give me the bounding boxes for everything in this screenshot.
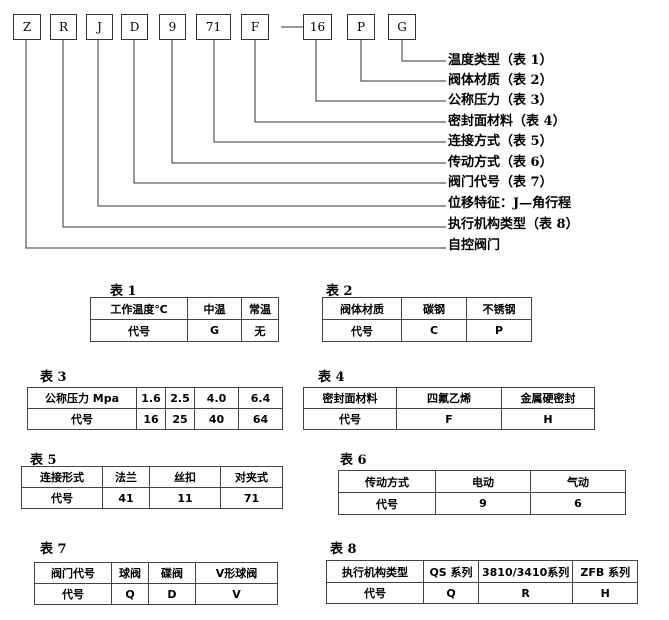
label-displacement: 位移特征：J—角行程: [448, 196, 572, 211]
table-cell: Q: [111, 583, 149, 605]
code-box-71: 71: [196, 14, 231, 40]
table-cell: 不锈钢: [466, 297, 532, 320]
table-cell: 常温: [241, 297, 279, 320]
table-cell: H: [501, 408, 595, 430]
table-cell: 法兰: [102, 466, 150, 488]
code-box-g: G: [388, 14, 416, 40]
code-box-p: P: [347, 14, 375, 40]
code-box-r: R: [50, 14, 77, 40]
label-body-material: 阀体材质（表 2）: [448, 73, 553, 88]
table-5: 连接形式 法兰 丝扣 对夹式 代号 41 11 71: [21, 466, 283, 509]
table-cell: 中温: [187, 297, 242, 320]
table-cell: QS 系列: [423, 560, 479, 583]
table-cell: R: [477, 582, 574, 604]
table-cell: 无: [241, 319, 279, 342]
code-box-f: F: [241, 14, 269, 40]
table-cell: 工作温度℃: [90, 297, 188, 320]
table-cell: 气动: [530, 470, 626, 493]
code-box-9: 9: [159, 14, 186, 40]
code-box-d: D: [121, 14, 148, 40]
table-7: 阀门代号 球阀 碟阀 V形球阀 代号 Q D V: [34, 562, 278, 605]
table-1-title: 表 1: [110, 284, 137, 299]
table-cell: 球阀: [111, 562, 149, 584]
table-cell: 代号: [21, 487, 103, 509]
table-8: 执行机构类型 QS 系列 3810/3410系列 ZFB 系列 代号 Q R H: [326, 560, 639, 604]
table-3: 公称压力 Mpa 1.6 2.5 4.0 6.4 代号 16 25 40 64: [27, 387, 283, 430]
table-cell: 代号: [338, 492, 436, 515]
table-cell: 密封面材料: [303, 387, 397, 409]
table-cell: 6.4: [238, 387, 283, 409]
table-cell: 64: [238, 408, 283, 430]
table-cell: 碳钢: [401, 297, 467, 320]
table-cell: P: [466, 319, 532, 342]
table-cell: ZFB 系列: [572, 560, 639, 583]
table-cell: 代号: [34, 583, 112, 605]
table-6: 传动方式 电动 气动 代号 9 6: [338, 470, 626, 515]
code-box-16: 16: [303, 14, 332, 40]
table-cell: 执行机构类型: [326, 560, 424, 583]
table-cell: 11: [149, 487, 221, 509]
table-cell: 对夹式: [220, 466, 283, 488]
table-cell: 6: [530, 492, 626, 515]
table-cell: 71: [220, 487, 283, 509]
table-cell: Q: [423, 582, 479, 604]
table-cell: 金属硬密封: [501, 387, 595, 409]
label-seal-material: 密封面材料（表 4）: [448, 114, 566, 129]
table-7-title: 表 7: [40, 542, 67, 557]
table-6-title: 表 6: [340, 453, 367, 468]
code-box-j: J: [86, 14, 113, 40]
table-cell: 代号: [326, 582, 424, 604]
table-cell: 连接形式: [21, 466, 103, 488]
table-cell: 1.6: [136, 387, 166, 409]
label-nominal-pressure: 公称压力（表 3）: [448, 93, 553, 108]
table-cell: 传动方式: [338, 470, 436, 493]
table-cell: 碟阀: [148, 562, 196, 584]
table-cell: 41: [102, 487, 150, 509]
table-cell: 阀门代号: [34, 562, 112, 584]
table-cell: 丝扣: [149, 466, 221, 488]
label-temperature-type: 温度类型（表 1）: [448, 53, 553, 68]
code-box-z: Z: [13, 14, 41, 40]
table-cell: H: [572, 582, 639, 604]
table-4: 密封面材料 四氟乙烯 金属硬密封 代号 F H: [303, 387, 595, 430]
label-control-valve: 自控阀门: [448, 238, 501, 253]
table-cell: C: [401, 319, 467, 342]
label-valve-code: 阀门代号（表 7）: [448, 175, 553, 190]
table-cell: 代号: [303, 408, 397, 430]
table-cell: F: [396, 408, 502, 430]
table-4-title: 表 4: [318, 370, 345, 385]
table-cell: 25: [165, 408, 195, 430]
table-cell: V: [195, 583, 278, 605]
table-cell: 电动: [435, 470, 531, 493]
table-8-title: 表 8: [330, 542, 357, 557]
table-cell: V形球阀: [195, 562, 278, 584]
table-5-title: 表 5: [30, 453, 57, 468]
table-cell: G: [187, 319, 242, 342]
table-cell: 四氟乙烯: [396, 387, 502, 409]
table-cell: 阀体材质: [322, 297, 402, 320]
table-cell: 代号: [90, 319, 188, 342]
table-cell: 公称压力 Mpa: [27, 387, 137, 409]
table-cell: 3810/3410系列: [477, 560, 574, 583]
label-connection-type: 连接方式（表 5）: [448, 134, 553, 149]
table-cell: 9: [435, 492, 531, 515]
table-1: 工作温度℃ 中温 常温 代号 G 无: [90, 297, 279, 342]
table-cell: D: [148, 583, 196, 605]
table-cell: 40: [194, 408, 239, 430]
table-cell: 2.5: [165, 387, 195, 409]
table-2: 阀体材质 碳钢 不锈钢 代号 C P: [322, 297, 532, 342]
table-2-title: 表 2: [326, 284, 353, 299]
table-cell: 代号: [27, 408, 137, 430]
table-3-title: 表 3: [40, 370, 67, 385]
label-actuator-type: 执行机构类型（表 8）: [448, 217, 579, 232]
table-cell: 代号: [322, 319, 402, 342]
table-cell: 4.0: [194, 387, 239, 409]
label-drive-type: 传动方式（表 6）: [448, 155, 553, 170]
table-cell: 16: [136, 408, 166, 430]
